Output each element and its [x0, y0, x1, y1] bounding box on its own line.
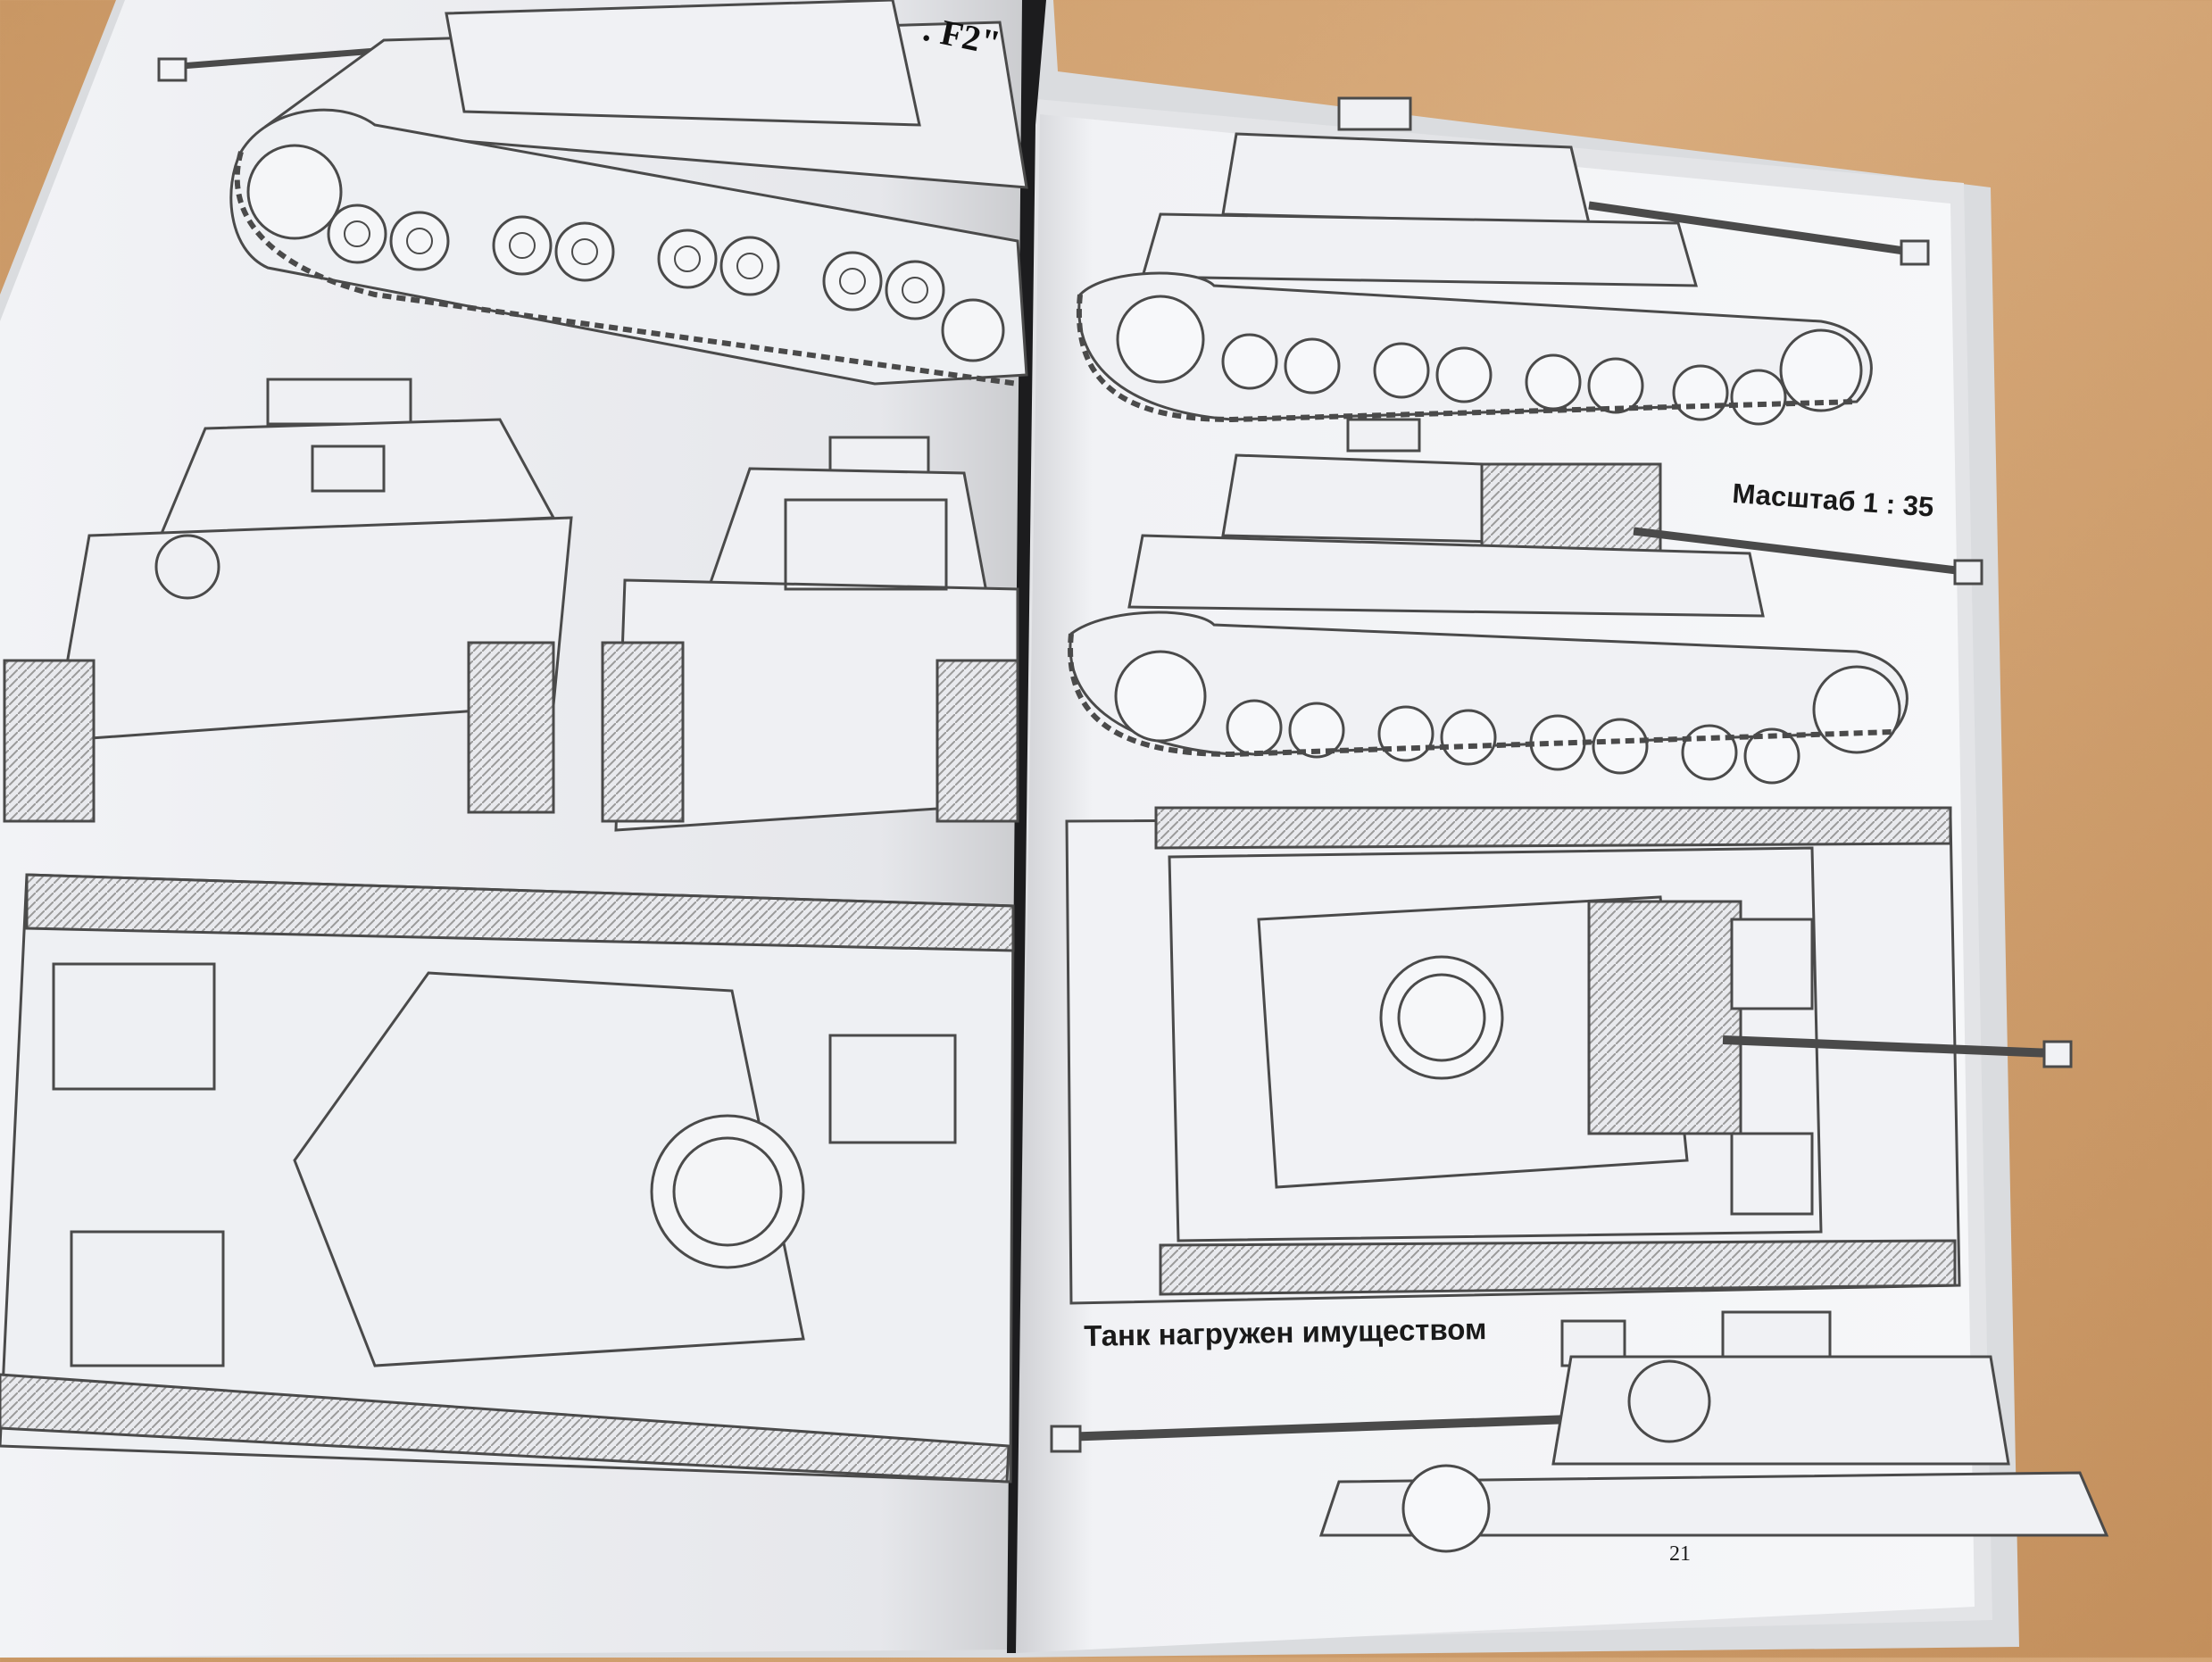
left-front-view-tank [3, 378, 573, 823]
left-rear-view-tank [601, 436, 1019, 832]
page-number: 21 [1669, 1542, 1691, 1566]
book-spine [1007, 0, 1046, 1653]
left-side-view-tank [157, 0, 1028, 386]
right-top-view-tank [1065, 806, 2073, 1305]
right-side-view-tank-2 [1068, 418, 1983, 785]
right-side-view-tank-1 [1076, 96, 1930, 426]
left-top-view-tank [0, 873, 1015, 1483]
right-loaded-tank-view [1050, 1310, 2109, 1553]
loaded-tank-caption: Танк нагружен имуществом [1084, 1312, 1487, 1352]
